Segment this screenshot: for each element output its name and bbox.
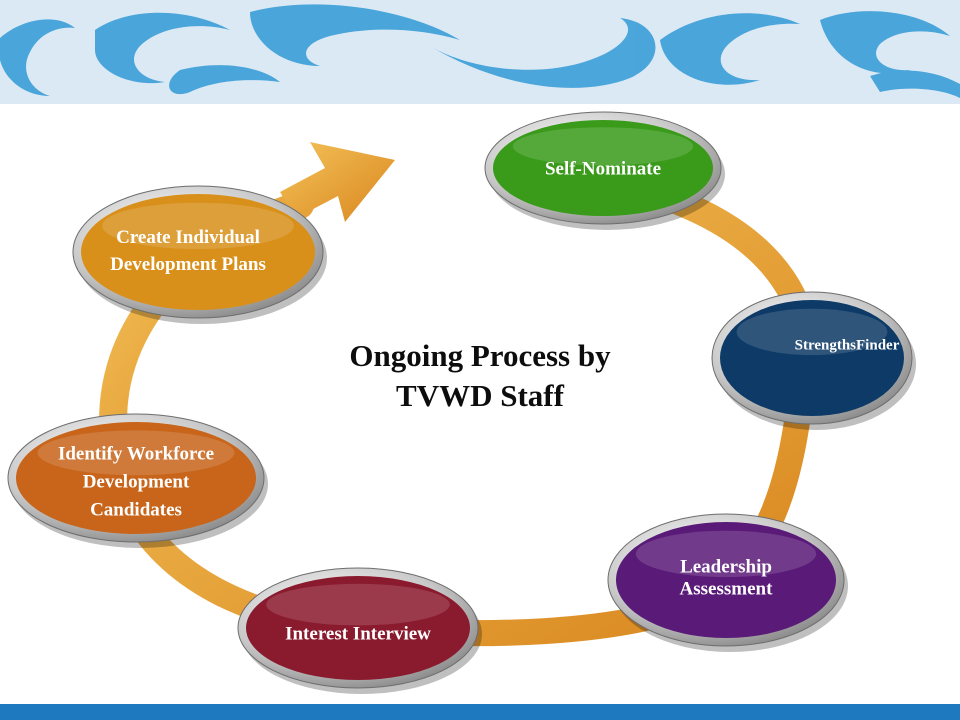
wave-swirl (95, 12, 230, 84)
step-node-gloss (512, 127, 694, 166)
step-node-gloss (102, 202, 294, 250)
step-node-strengthsfinder: StrengthsFinder (711, 291, 916, 430)
step-node-fill (720, 300, 904, 416)
step-label-line: Interest Interview (285, 624, 431, 645)
step-label-line: Leadership (680, 557, 772, 578)
footer-bar (0, 704, 960, 720)
step-label-line: Development (83, 472, 190, 493)
wave-swirl (660, 13, 800, 85)
wave-swirl (430, 18, 656, 88)
step-label-line: Self-Nominate (545, 159, 661, 180)
step-label-line: Identify Workforce (58, 444, 214, 465)
step-label-interest-interview: Interest Interview (285, 624, 431, 645)
process-title-line-1: Ongoing Process by (349, 338, 611, 373)
step-node-gloss (266, 583, 450, 626)
step-label-strengthsfinder: StrengthsFinder (795, 337, 900, 353)
wave-swirl (169, 65, 280, 95)
step-node-gloss (635, 530, 817, 578)
step-node-gloss (37, 430, 235, 476)
step-node-fill (16, 422, 256, 534)
process-title-line-2: TVWD Staff (396, 378, 564, 413)
step-label-line: Candidates (90, 500, 182, 521)
step-label-line: Create Individual (116, 227, 260, 248)
step-node-fill (616, 522, 836, 638)
cycle-arrow-head (280, 142, 395, 222)
step-label-line: Assessment (680, 579, 774, 600)
step-node-interest-interview: Interest Interview (237, 567, 482, 694)
step-label-line: Development Plans (110, 254, 266, 275)
wave-swirl (250, 4, 460, 66)
step-label-self-nominate: Self-Nominate (545, 159, 661, 180)
step-node-gloss (736, 308, 888, 356)
step-node-fill (493, 120, 713, 216)
step-node-fill (81, 194, 315, 310)
step-node-fill (246, 576, 470, 680)
wave-swirl (870, 70, 960, 98)
header-wave-banner (0, 0, 960, 104)
step-node-self-nominate: Self-Nominate (484, 111, 725, 230)
wave-swirl (820, 11, 950, 74)
step-label-line: StrengthsFinder (795, 337, 900, 353)
process-title: Ongoing Process by TVWD Staff (290, 336, 670, 416)
wave-swirl (0, 19, 75, 96)
